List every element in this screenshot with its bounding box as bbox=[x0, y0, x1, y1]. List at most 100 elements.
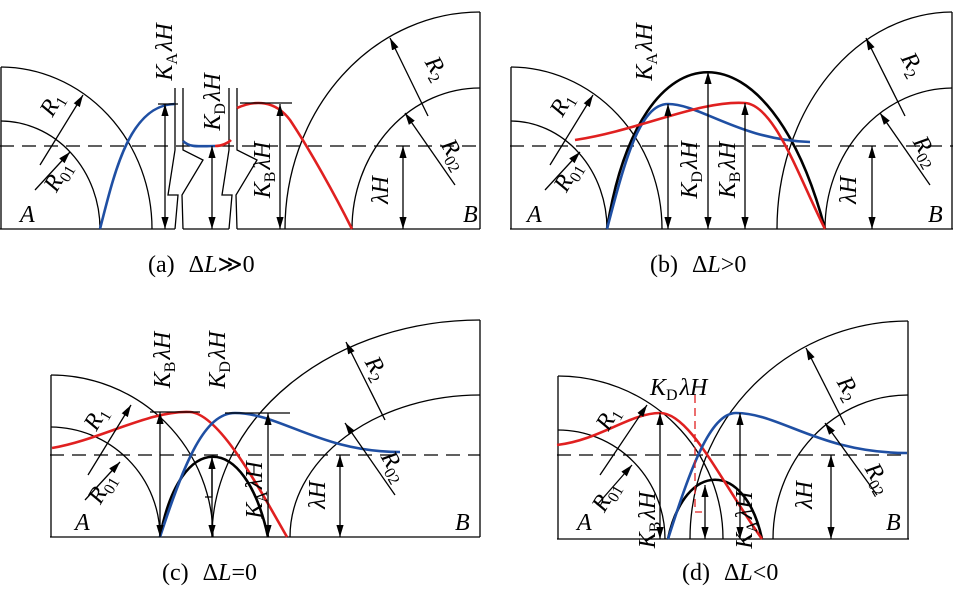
label-lh: λH bbox=[368, 174, 394, 204]
label-subscript: A bbox=[164, 53, 181, 65]
label-main: K bbox=[205, 371, 231, 390]
roll-B-inner-arc bbox=[772, 394, 909, 540]
arrow-R2 bbox=[865, 37, 906, 117]
caption-b: (b)ΔL>0 bbox=[650, 252, 746, 278]
label-tail: λH bbox=[152, 22, 178, 52]
label-lh: λH bbox=[836, 174, 862, 204]
curve-A-mid bbox=[182, 140, 216, 148]
label-tail: λH bbox=[677, 140, 703, 170]
roll-B-outer-arc bbox=[211, 319, 481, 538]
label-main: K bbox=[632, 63, 658, 82]
frame bbox=[0, 12, 481, 230]
label-ka: KAλH bbox=[242, 460, 271, 520]
label-tail: λH bbox=[150, 330, 176, 360]
label-subscript: B bbox=[647, 522, 664, 533]
label-subscript: B bbox=[727, 172, 744, 183]
roll-B-inner-arc bbox=[351, 87, 481, 230]
label-main: K bbox=[635, 530, 661, 549]
label-kd: KDλH bbox=[200, 72, 229, 132]
label-main: K bbox=[649, 375, 668, 401]
break-line-left bbox=[167, 88, 204, 230]
label-r1: R1 bbox=[35, 88, 72, 123]
arrow-R01 bbox=[596, 464, 633, 506]
caption-variable: L bbox=[217, 560, 231, 586]
caption-delta: Δ bbox=[189, 252, 204, 278]
label-main: K bbox=[677, 181, 703, 200]
caption-tag: (c) bbox=[162, 560, 189, 586]
label-r2: R2 bbox=[892, 47, 929, 82]
label-main: K bbox=[200, 113, 226, 132]
caption-relation: =0 bbox=[231, 560, 257, 586]
label-lh: λH bbox=[305, 479, 331, 509]
label-subscript: 01 bbox=[605, 483, 628, 505]
label-ka: KAλH bbox=[152, 22, 181, 82]
label-tail: λH bbox=[242, 460, 268, 490]
label-tail: λH bbox=[715, 140, 741, 170]
dim-KD-guide bbox=[694, 395, 702, 513]
label-tail: λH bbox=[205, 330, 231, 360]
label-r01: R01 bbox=[587, 477, 628, 519]
roll-B-outer-arc bbox=[284, 11, 481, 230]
label-main: K bbox=[242, 501, 268, 520]
label-subscript: 02 bbox=[912, 150, 935, 172]
caption-tag: (b) bbox=[650, 252, 678, 278]
label-main: K bbox=[250, 180, 276, 199]
label-tail: λH bbox=[200, 72, 226, 102]
label-main: A bbox=[525, 202, 542, 228]
roll-B-inner-arc bbox=[289, 394, 481, 538]
label-kd: KDλH bbox=[205, 330, 234, 390]
label-ka: KAλH bbox=[732, 490, 761, 550]
arrow-R2 bbox=[805, 347, 846, 426]
caption-delta: Δ bbox=[724, 560, 739, 586]
label-subscript: D bbox=[217, 361, 234, 373]
roll-B-inner-arc bbox=[824, 87, 953, 230]
arrow-R02 bbox=[824, 422, 878, 496]
label-main: λH bbox=[368, 174, 394, 204]
caption-variable: L bbox=[706, 252, 720, 278]
caption-delta: Δ bbox=[203, 560, 218, 586]
label-r2: R2 bbox=[416, 51, 453, 86]
caption-c: (c) ΔL=0 bbox=[162, 560, 257, 586]
arrow-R01 bbox=[34, 151, 71, 191]
label-kb: KBλH bbox=[635, 490, 664, 549]
label-kd: KDλH bbox=[649, 375, 709, 404]
label-subscript: 01 bbox=[57, 163, 80, 185]
label-subscript: D bbox=[212, 103, 229, 115]
label-tail: λH bbox=[635, 490, 661, 520]
caption-d: (d)ΔL<0 bbox=[682, 560, 778, 586]
arrow-R1 bbox=[87, 404, 132, 476]
label-tail: λH bbox=[732, 490, 758, 520]
label-subscript: A bbox=[254, 491, 271, 503]
label-main: A bbox=[575, 510, 592, 536]
label-a: A bbox=[525, 202, 542, 228]
break-line-right bbox=[221, 88, 258, 230]
label-subscript: A bbox=[744, 521, 761, 533]
caption-variable: L bbox=[203, 252, 217, 278]
label-a: A bbox=[18, 202, 35, 228]
arrow-R1 bbox=[39, 94, 84, 166]
arrow-R2 bbox=[345, 341, 386, 421]
caption-relation: <0 bbox=[753, 560, 779, 586]
frame bbox=[50, 320, 481, 538]
label-main: A bbox=[73, 510, 90, 536]
label-main: λH bbox=[836, 174, 862, 204]
label-tail: λH bbox=[250, 140, 276, 170]
arrow-R02 bbox=[344, 422, 396, 496]
roll-B-outer-arc bbox=[776, 11, 953, 230]
label-subscript: 02 bbox=[380, 465, 403, 487]
label-main: K bbox=[732, 531, 758, 550]
label-a: A bbox=[575, 510, 592, 536]
label-main: K bbox=[715, 180, 741, 199]
curve-A bbox=[158, 411, 401, 538]
frame bbox=[510, 12, 953, 230]
label-subscript: 02 bbox=[440, 153, 463, 175]
roll-A-outer-arc bbox=[0, 66, 153, 230]
label-kd: KDλH bbox=[677, 140, 706, 200]
arrow-R01 bbox=[84, 461, 121, 501]
arrow-R01 bbox=[544, 151, 581, 191]
label-main: K bbox=[150, 370, 176, 389]
